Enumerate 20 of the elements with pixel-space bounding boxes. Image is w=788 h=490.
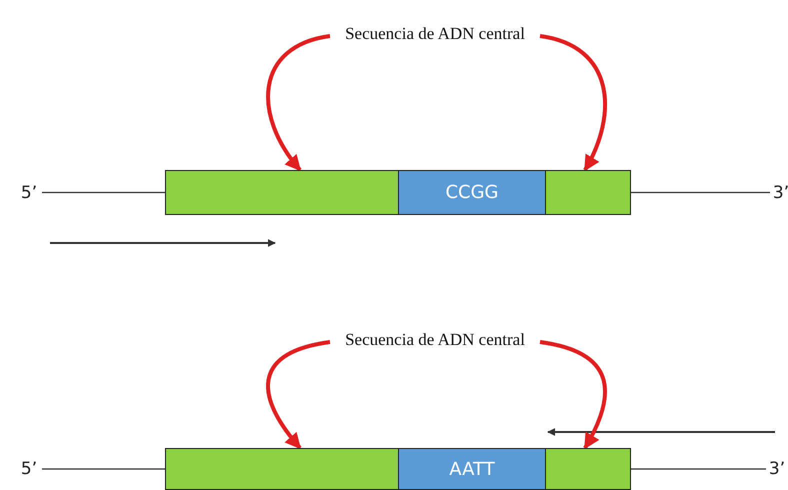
dna-strand-line <box>631 192 770 194</box>
dna-segment <box>165 448 399 490</box>
curved-arrow <box>540 34 607 172</box>
curved-arrow <box>266 340 330 450</box>
sequence-box: AATT <box>398 448 546 490</box>
dna-strand-line <box>42 192 165 194</box>
dna-strand-line <box>631 468 766 470</box>
dna-strand-line <box>42 468 165 470</box>
curved-arrow <box>540 340 607 450</box>
strand-end-label: 5’ <box>16 180 42 206</box>
dna-segment <box>545 448 631 490</box>
sequence-label: Secuencia de ADN central <box>330 314 540 366</box>
curved-arrow <box>266 34 330 172</box>
sequence-box: CCGG <box>398 170 546 215</box>
dna-segment <box>165 170 399 215</box>
sequence-label: Secuencia de ADN central <box>330 8 540 60</box>
strand-end-label: 5’ <box>16 456 42 482</box>
dna-segment <box>545 170 631 215</box>
strand-end-label: 3’ <box>766 456 788 482</box>
strand-end-label: 3’ <box>770 180 788 206</box>
